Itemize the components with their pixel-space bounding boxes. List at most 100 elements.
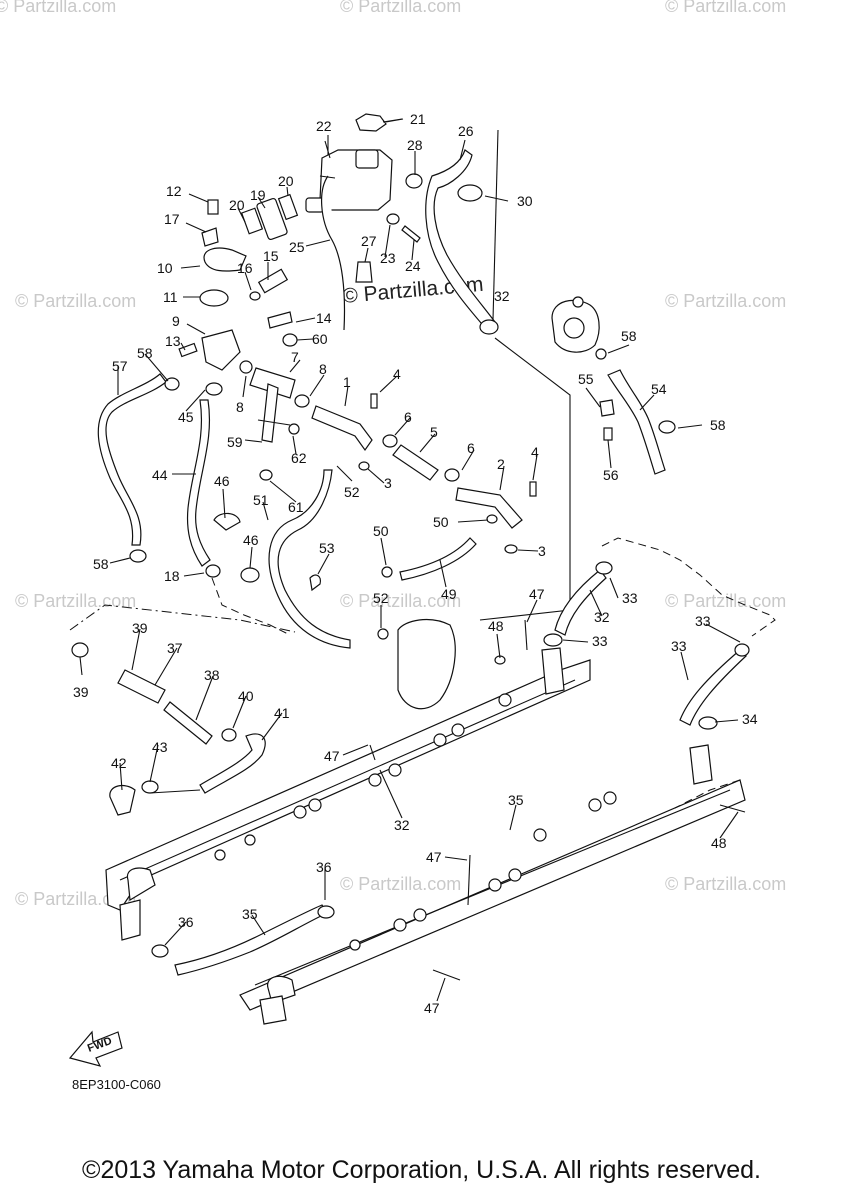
callout: 47 <box>529 586 545 602</box>
callout: 39 <box>132 620 148 636</box>
callout: 30 <box>517 193 533 209</box>
callout: 34 <box>742 711 758 727</box>
guide-lines <box>69 337 776 637</box>
callout: 54 <box>651 381 667 397</box>
callout: 43 <box>152 739 168 755</box>
callout: 33 <box>622 590 638 606</box>
callout: 49 <box>441 586 457 602</box>
callout: 53 <box>319 540 335 556</box>
callout: 45 <box>178 409 194 425</box>
callout: 50 <box>433 514 449 530</box>
watermark: © Partzilla.com <box>340 591 461 611</box>
callout: 47 <box>324 748 340 764</box>
callout: 25 <box>289 239 305 255</box>
callout: 7 <box>291 349 299 365</box>
watermark: © Partzilla.com <box>15 889 136 909</box>
watermark: © Partzilla.com <box>665 591 786 611</box>
watermark: © Partzilla.com <box>665 0 786 16</box>
callout: 6 <box>467 440 475 456</box>
callout-numbers: 21 22 26 28 30 12 17 10 11 9 13 20 19 20… <box>73 111 758 1016</box>
callout: 9 <box>172 313 180 329</box>
callout: 8 <box>236 399 244 415</box>
callout: 59 <box>227 434 243 450</box>
lower-left-hoses <box>71 642 335 976</box>
callout: 35 <box>508 792 524 808</box>
fwd-arrow-icon: FWD <box>68 1030 123 1067</box>
callout: 32 <box>594 609 610 625</box>
watermark: © Partzilla.com <box>0 0 116 16</box>
callout: 26 <box>458 123 474 139</box>
callout: 20 <box>278 173 294 189</box>
callout: 39 <box>73 684 89 700</box>
callout: 32 <box>394 817 410 833</box>
callout: 4 <box>393 366 401 382</box>
callout: 47 <box>426 849 442 865</box>
callout: 16 <box>237 260 253 276</box>
callout: 32 <box>494 288 510 304</box>
callout: 19 <box>250 187 266 203</box>
callout: 36 <box>178 914 194 930</box>
clamps-upper <box>355 173 423 283</box>
engine-outline <box>397 618 456 710</box>
heat-exchanger-31 <box>105 647 591 941</box>
callout: 44 <box>152 467 168 483</box>
callout: 42 <box>111 755 127 771</box>
reservoir-tank <box>305 113 404 213</box>
drawing-code: 8EP3100-C060 <box>72 1077 161 1092</box>
heat-exchanger-34 <box>239 744 746 1025</box>
watermark: © Partzilla.com <box>15 291 136 311</box>
callout: 57 <box>112 358 128 374</box>
callout: 11 <box>163 289 178 305</box>
thermostat-housing <box>178 193 299 371</box>
callout: 33 <box>671 638 687 654</box>
callout: 40 <box>238 688 254 704</box>
callout: 62 <box>291 450 307 466</box>
callout: 28 <box>407 137 423 153</box>
callout: 14 <box>316 310 332 326</box>
right-hoses <box>543 561 750 809</box>
callout: 56 <box>603 467 619 483</box>
callout: 15 <box>263 248 279 264</box>
callout: 33 <box>592 633 608 649</box>
callout: 47 <box>424 1000 440 1016</box>
callout: 2 <box>497 456 505 472</box>
callout: 8 <box>319 361 327 377</box>
callout: 41 <box>274 705 290 721</box>
callout: 48 <box>488 618 504 634</box>
callout: 36 <box>316 859 332 875</box>
callout: 24 <box>405 258 421 274</box>
watermark: © Partzilla.com <box>340 874 461 894</box>
callout: 10 <box>157 260 173 276</box>
callout: 1 <box>343 374 351 390</box>
callout: 33 <box>695 613 711 629</box>
callout: 27 <box>361 233 377 249</box>
callout: 3 <box>384 475 392 491</box>
callout: 37 <box>167 640 183 656</box>
callout: 21 <box>410 111 426 127</box>
radiator-hose-27 <box>425 149 499 335</box>
bypass-hoses-upper <box>239 311 310 481</box>
bleed-screws <box>369 619 746 981</box>
callout: 6 <box>404 409 412 425</box>
callout: 58 <box>710 417 726 433</box>
watermark: © Partzilla.com <box>665 291 786 311</box>
callout: 38 <box>204 667 220 683</box>
callout: 52 <box>344 484 360 500</box>
callout: 4 <box>531 444 539 460</box>
callout: 23 <box>380 250 396 266</box>
watermark: © Partzilla.com <box>665 874 786 894</box>
engine-pipes <box>311 393 537 554</box>
watermark: © Partzilla.com <box>340 0 461 16</box>
callout: 60 <box>312 331 328 347</box>
copyright-notice: ©2013 Yamaha Motor Corporation, U.S.A. A… <box>82 1156 761 1184</box>
left-hoses <box>97 373 291 636</box>
callout: 3 <box>538 543 546 559</box>
callout: 58 <box>137 345 153 361</box>
watermarks: © Partzilla.com © Partzilla.com © Partzi… <box>0 0 786 909</box>
callout: 48 <box>711 835 727 851</box>
callout: 61 <box>288 499 304 515</box>
long-hoses-middle <box>268 469 477 649</box>
callout: 12 <box>166 183 182 199</box>
callout: 50 <box>373 523 389 539</box>
